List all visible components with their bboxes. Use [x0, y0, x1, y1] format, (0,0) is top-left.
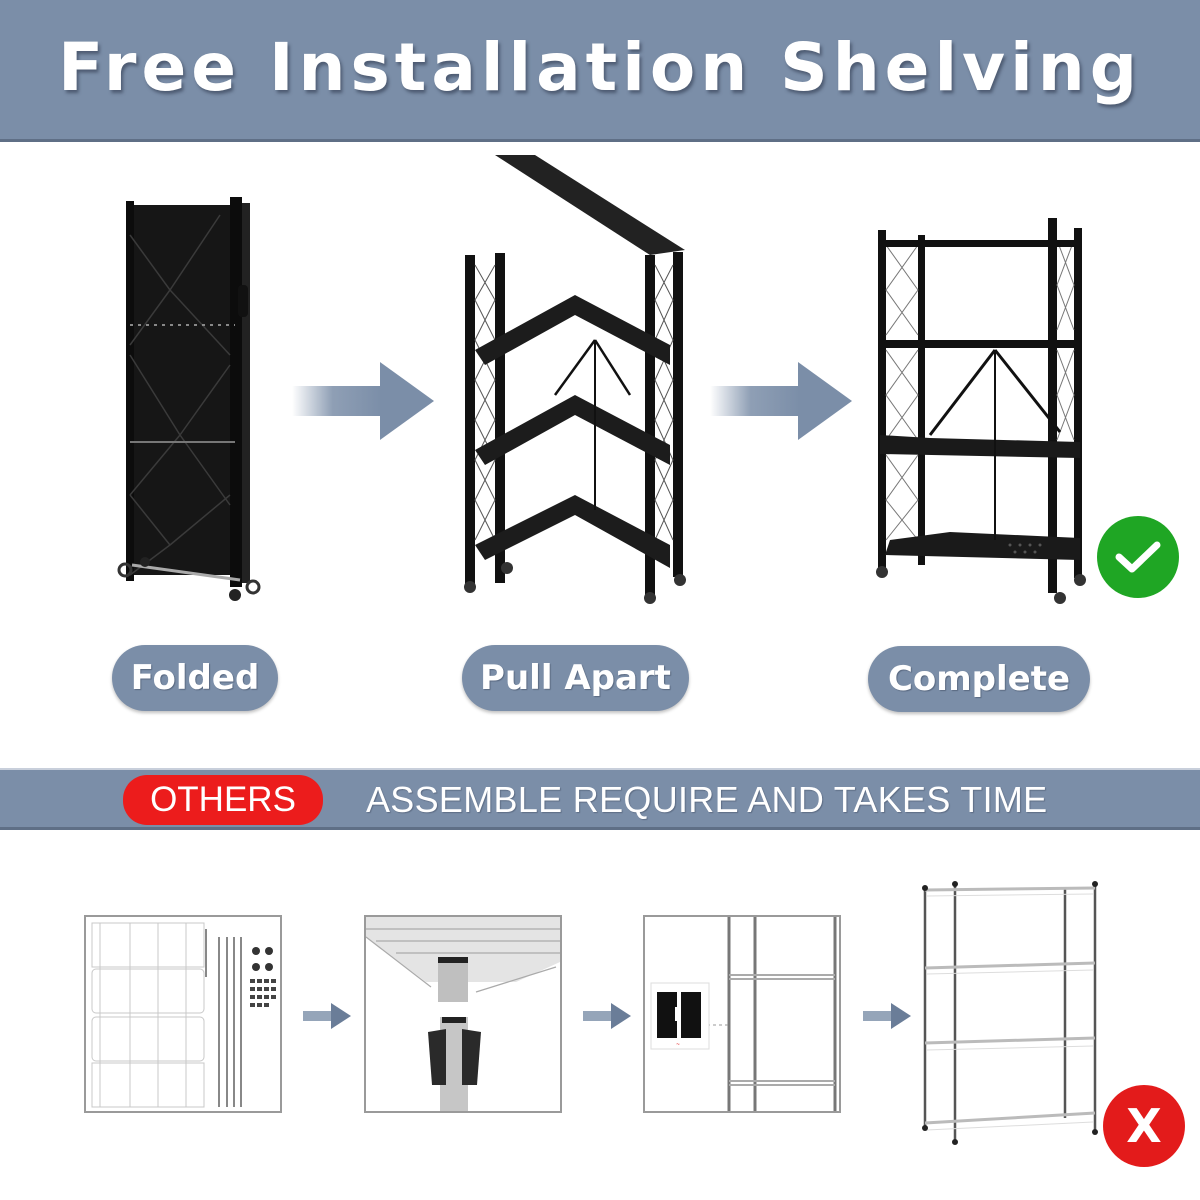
check-icon [1097, 516, 1179, 598]
page-title: Free Installation Shelving [58, 29, 1142, 106]
arrow-right-icon [292, 360, 437, 442]
pull-apart-shelf-image [455, 150, 695, 610]
wire-shelf-image [915, 878, 1100, 1150]
folded-shelf-image [110, 195, 270, 615]
x-icon: X [1103, 1085, 1185, 1167]
arrow-right-icon [303, 1003, 351, 1029]
parts-box-image [84, 915, 282, 1113]
step-label-folded: Folded [112, 645, 278, 711]
others-tag: OTHERS [123, 775, 323, 825]
comparison-text: ASSEMBLE REQUIRE AND TAKES TIME [366, 779, 1048, 820]
title-banner: Free Installation Shelving [0, 0, 1200, 142]
step-label-pull-apart: Pull Apart [462, 645, 689, 711]
arrow-right-icon [863, 1003, 911, 1029]
arrow-right-icon [583, 1003, 631, 1029]
arrow-right-icon [710, 360, 855, 442]
complete-shelf-image [870, 210, 1090, 610]
svg-text:~: ~ [676, 1042, 680, 1048]
pole-sleeve-image [364, 915, 562, 1113]
clip-install-image: ~ [643, 915, 841, 1113]
step-label-complete: Complete [868, 646, 1090, 712]
